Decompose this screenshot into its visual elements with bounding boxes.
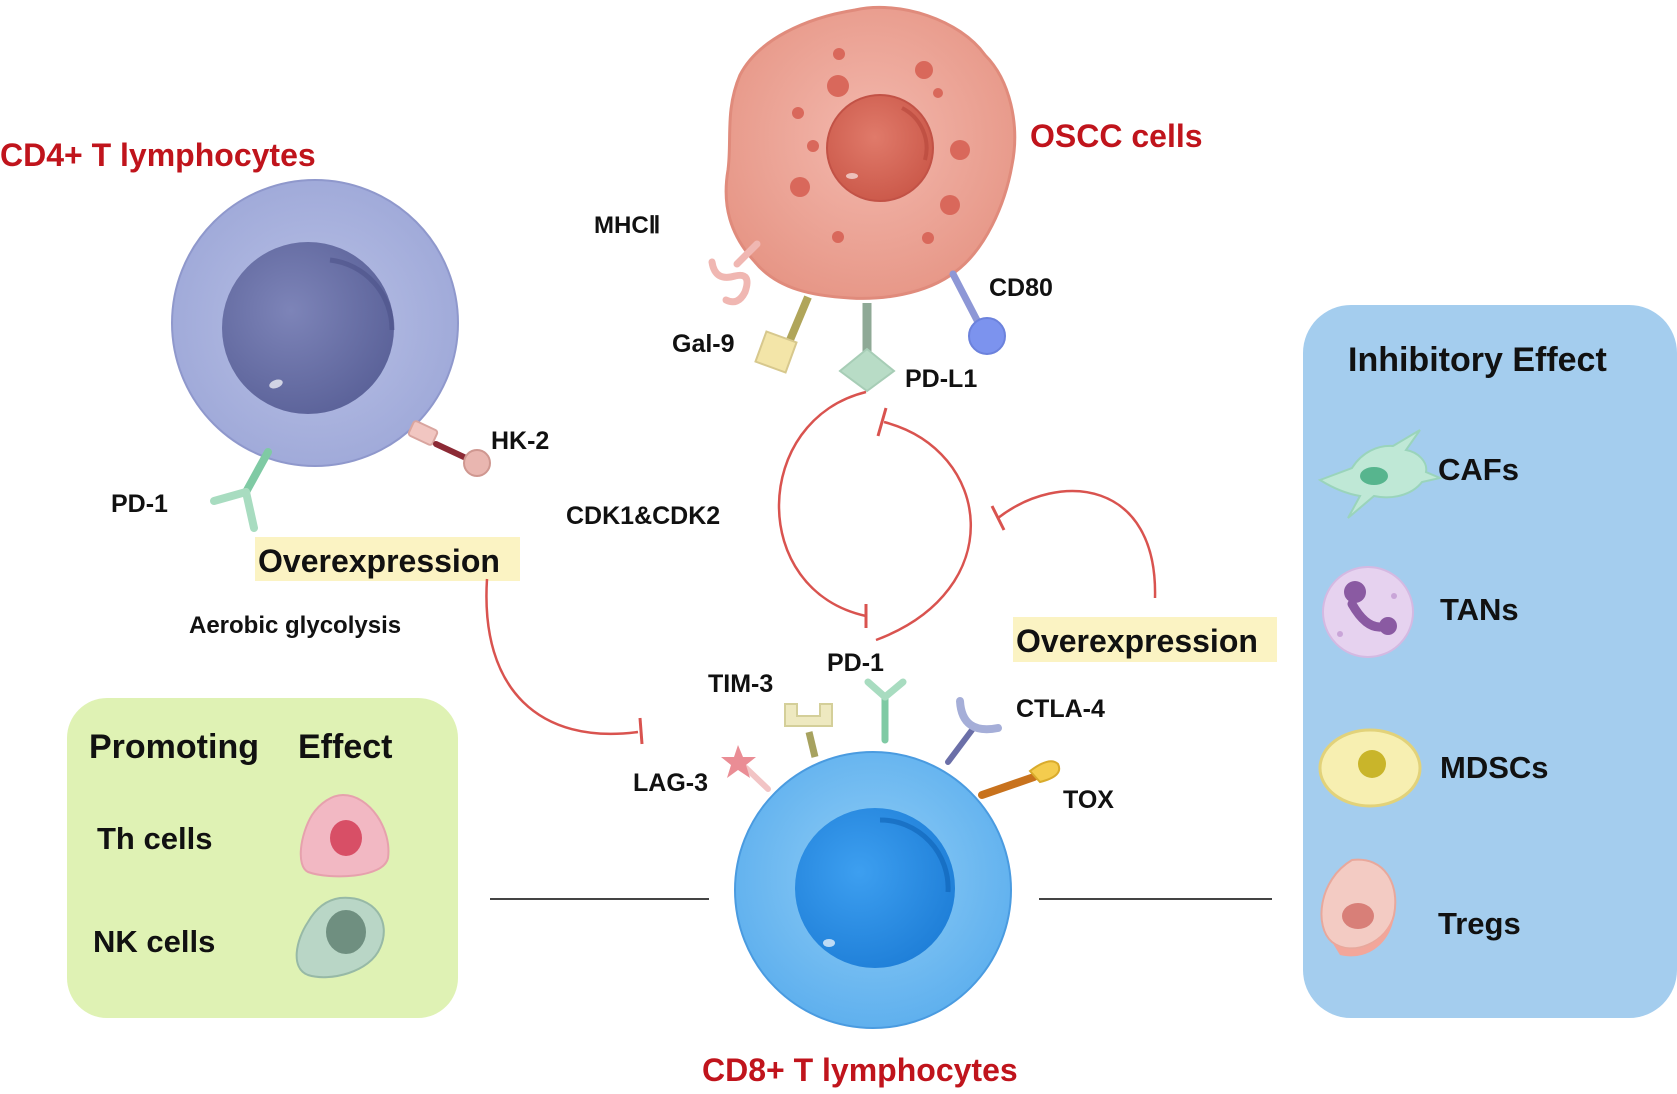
overexpression-right-highlight <box>1013 617 1277 662</box>
inhibitory-item-tregs: Tregs <box>1438 906 1521 941</box>
promoting-item-th: Th cells <box>97 821 212 856</box>
hk2-icon <box>407 420 491 477</box>
overexpression-left-highlight <box>255 537 520 581</box>
oscc-title: OSCC cells <box>1030 118 1203 154</box>
pd1-receptor-icon <box>864 678 907 744</box>
pdl1-label: PD-L1 <box>905 365 977 393</box>
lag3-label: LAG-3 <box>633 769 708 797</box>
mhc2-label: MHCⅡ <box>594 212 660 239</box>
tan-cell-icon <box>1322 566 1414 658</box>
oscc-cell <box>724 5 1017 300</box>
gal9-ligand-icon <box>754 295 812 374</box>
overexpression-left-label: Overexpression <box>258 543 500 579</box>
th-cell-icon <box>299 793 390 878</box>
caf-cell-icon <box>1317 429 1444 519</box>
promoting-title-a: Promoting <box>89 728 259 766</box>
promoting-title-b: Effect <box>298 728 392 766</box>
gal9-label: Gal-9 <box>672 330 735 358</box>
lag3-receptor-icon <box>721 745 771 792</box>
ctla4-label: CTLA-4 <box>1016 695 1105 723</box>
tox-icon <box>978 760 1061 799</box>
pd1-receptor-icon <box>210 448 272 532</box>
tox-label: TOX <box>1063 786 1114 814</box>
inhibitory-item-cafs: CAFs <box>1438 452 1519 487</box>
pdl1-ligand-icon <box>838 303 896 393</box>
overexpression-right-label: Overexpression <box>1016 623 1258 659</box>
inhibitory-title: Inhibitory Effect <box>1348 341 1607 379</box>
aerobic-glycolysis-label: Aerobic glycolysis <box>189 612 401 639</box>
cd80-ligand-icon <box>949 270 1006 355</box>
ctla4-receptor-icon <box>945 697 1002 765</box>
cd4-pd1-label: PD-1 <box>111 490 168 518</box>
inhibitory-item-tans: TANs <box>1440 592 1519 627</box>
cd8-t-lymphocyte <box>734 751 1012 1029</box>
hk2-label: HK-2 <box>491 427 549 455</box>
mhc2-receptor-icon <box>708 240 761 306</box>
inhibitory-item-mdscs: MDSCs <box>1440 750 1549 785</box>
nk-cell-icon <box>295 896 385 979</box>
cdk-label: CDK1&CDK2 <box>566 502 720 530</box>
cd8-pd1-label: PD-1 <box>827 649 884 677</box>
tim3-receptor-icon <box>784 703 833 758</box>
cd8-title: CD8+ T lymphocytes <box>702 1052 1018 1088</box>
promoting-item-nk: NK cells <box>93 924 215 959</box>
inhibition-arcs <box>485 390 1157 745</box>
mdsc-cell-icon <box>1318 728 1422 808</box>
cd4-t-lymphocyte <box>171 179 459 467</box>
cd80-label: CD80 <box>989 274 1053 302</box>
tim3-label: TIM-3 <box>708 670 773 698</box>
treg-cell-icon <box>1320 858 1397 957</box>
cd4-title: CD4+ T lymphocytes <box>0 137 316 173</box>
